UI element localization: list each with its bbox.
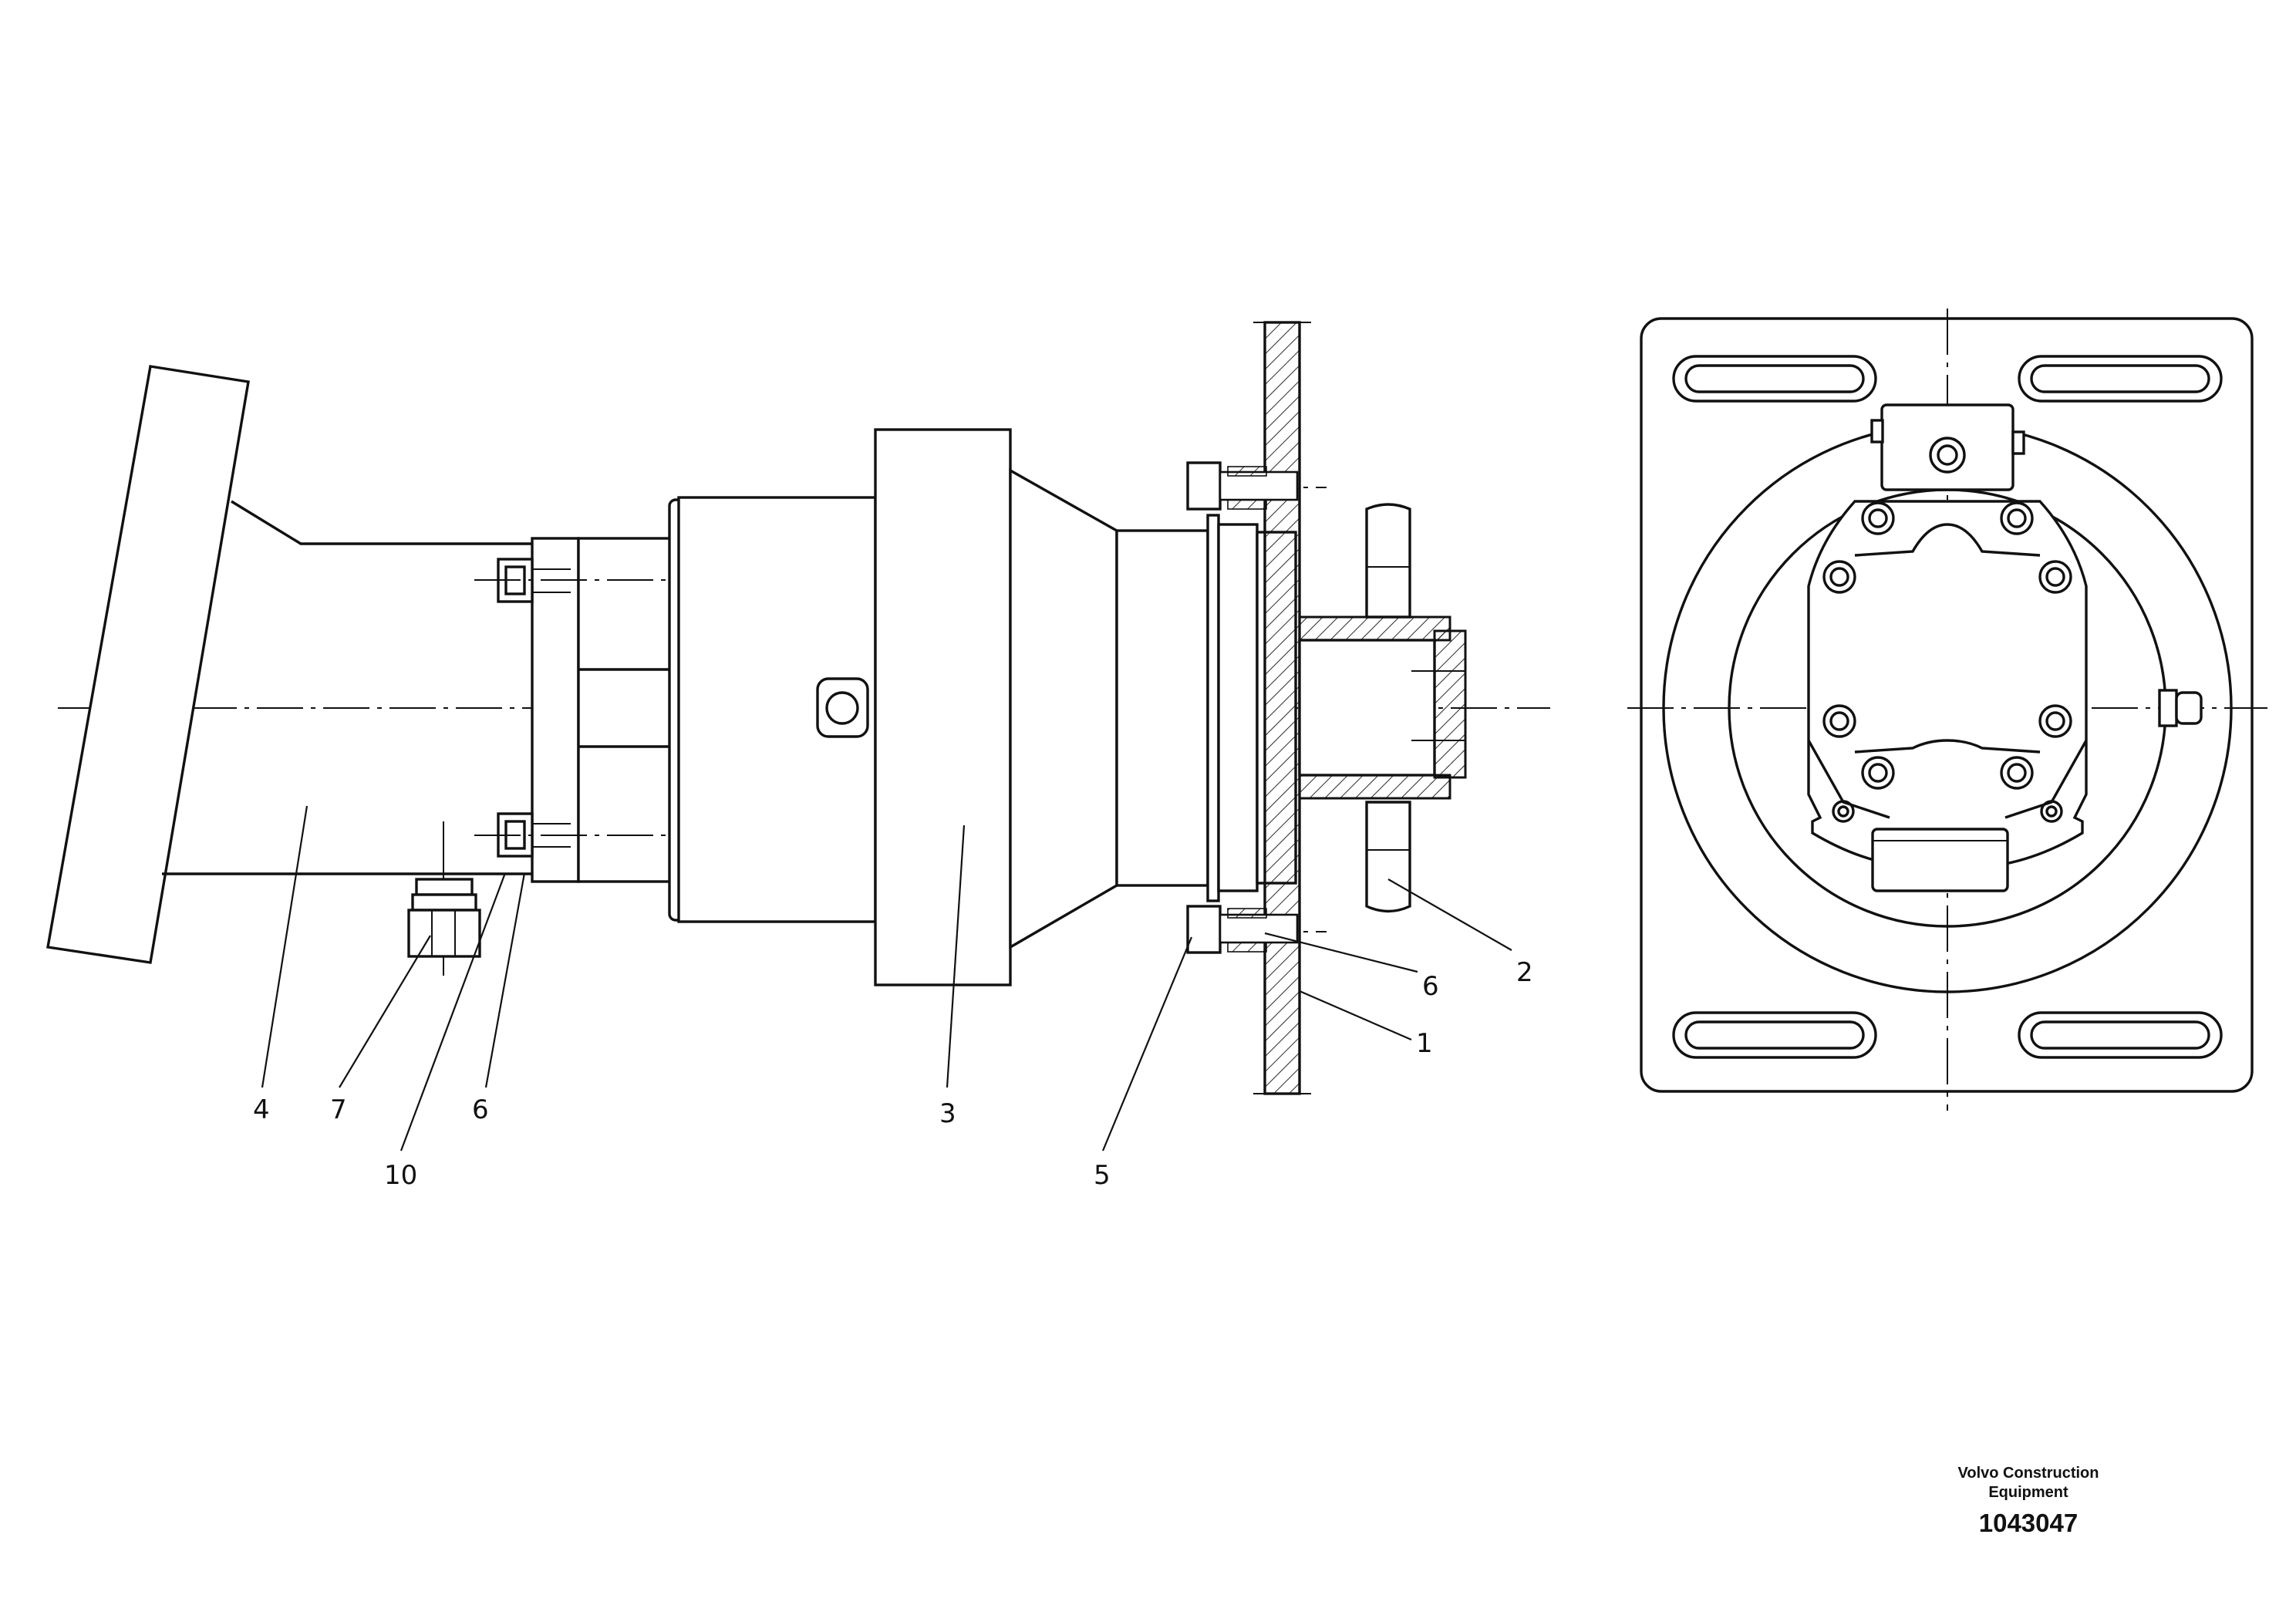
front-view [1627, 309, 2267, 1111]
mounting-slots [1672, 355, 2223, 1059]
output-hub [1115, 529, 1209, 887]
callout-6: 6 [472, 1094, 489, 1125]
drawing-number: 1043047 [1978, 1509, 2079, 1537]
drain-fitting-part-7 [407, 821, 481, 976]
bottom-block [1871, 828, 2009, 892]
housing-bolts [1822, 501, 2072, 823]
motor-bolt-bottom [474, 812, 694, 858]
side-view: 4 7 10 6 3 5 6 1 2 [46, 321, 1550, 1191]
breather-plug [816, 677, 869, 738]
side-port [2158, 689, 2203, 727]
callout-3: 3 [939, 1098, 956, 1129]
callout-labels: 4 7 10 6 3 5 6 1 2 [253, 957, 1533, 1191]
motor-part-4 [46, 365, 673, 964]
motor-mounting-plate [531, 537, 580, 883]
motor-housing [1807, 500, 2088, 865]
brand-line-2: Equipment [1988, 1484, 2068, 1501]
sprocket-part-2 [1298, 503, 1467, 913]
callout-6b: 6 [1422, 971, 1439, 1002]
title-block: Volvo Construction Equipment 1043047 [1890, 1464, 2167, 1538]
motor-flange [46, 365, 250, 964]
callout-1: 1 [1416, 1028, 1433, 1059]
leader-lines [261, 805, 1512, 1152]
motor-bolt-top [474, 558, 694, 603]
plate-bolt-top [1186, 461, 1299, 511]
callout-2: 2 [1516, 957, 1533, 988]
output-shaft [1298, 639, 1436, 777]
gearbox-part-3 [668, 428, 1297, 986]
motor-body-outline [231, 500, 532, 545]
callout-4: 4 [253, 1094, 270, 1125]
gearbox-flange [874, 428, 1012, 986]
callout-10: 10 [384, 1160, 417, 1191]
callout-7: 7 [330, 1094, 347, 1125]
mounting-plate-part-1 [1249, 321, 1327, 1095]
top-valve-block [1870, 403, 2025, 491]
gearbox-cone [1009, 468, 1118, 949]
brand-line-1: Volvo Construction [1957, 1465, 2099, 1482]
callout-5: 5 [1094, 1160, 1111, 1191]
adapter-block [577, 537, 673, 883]
